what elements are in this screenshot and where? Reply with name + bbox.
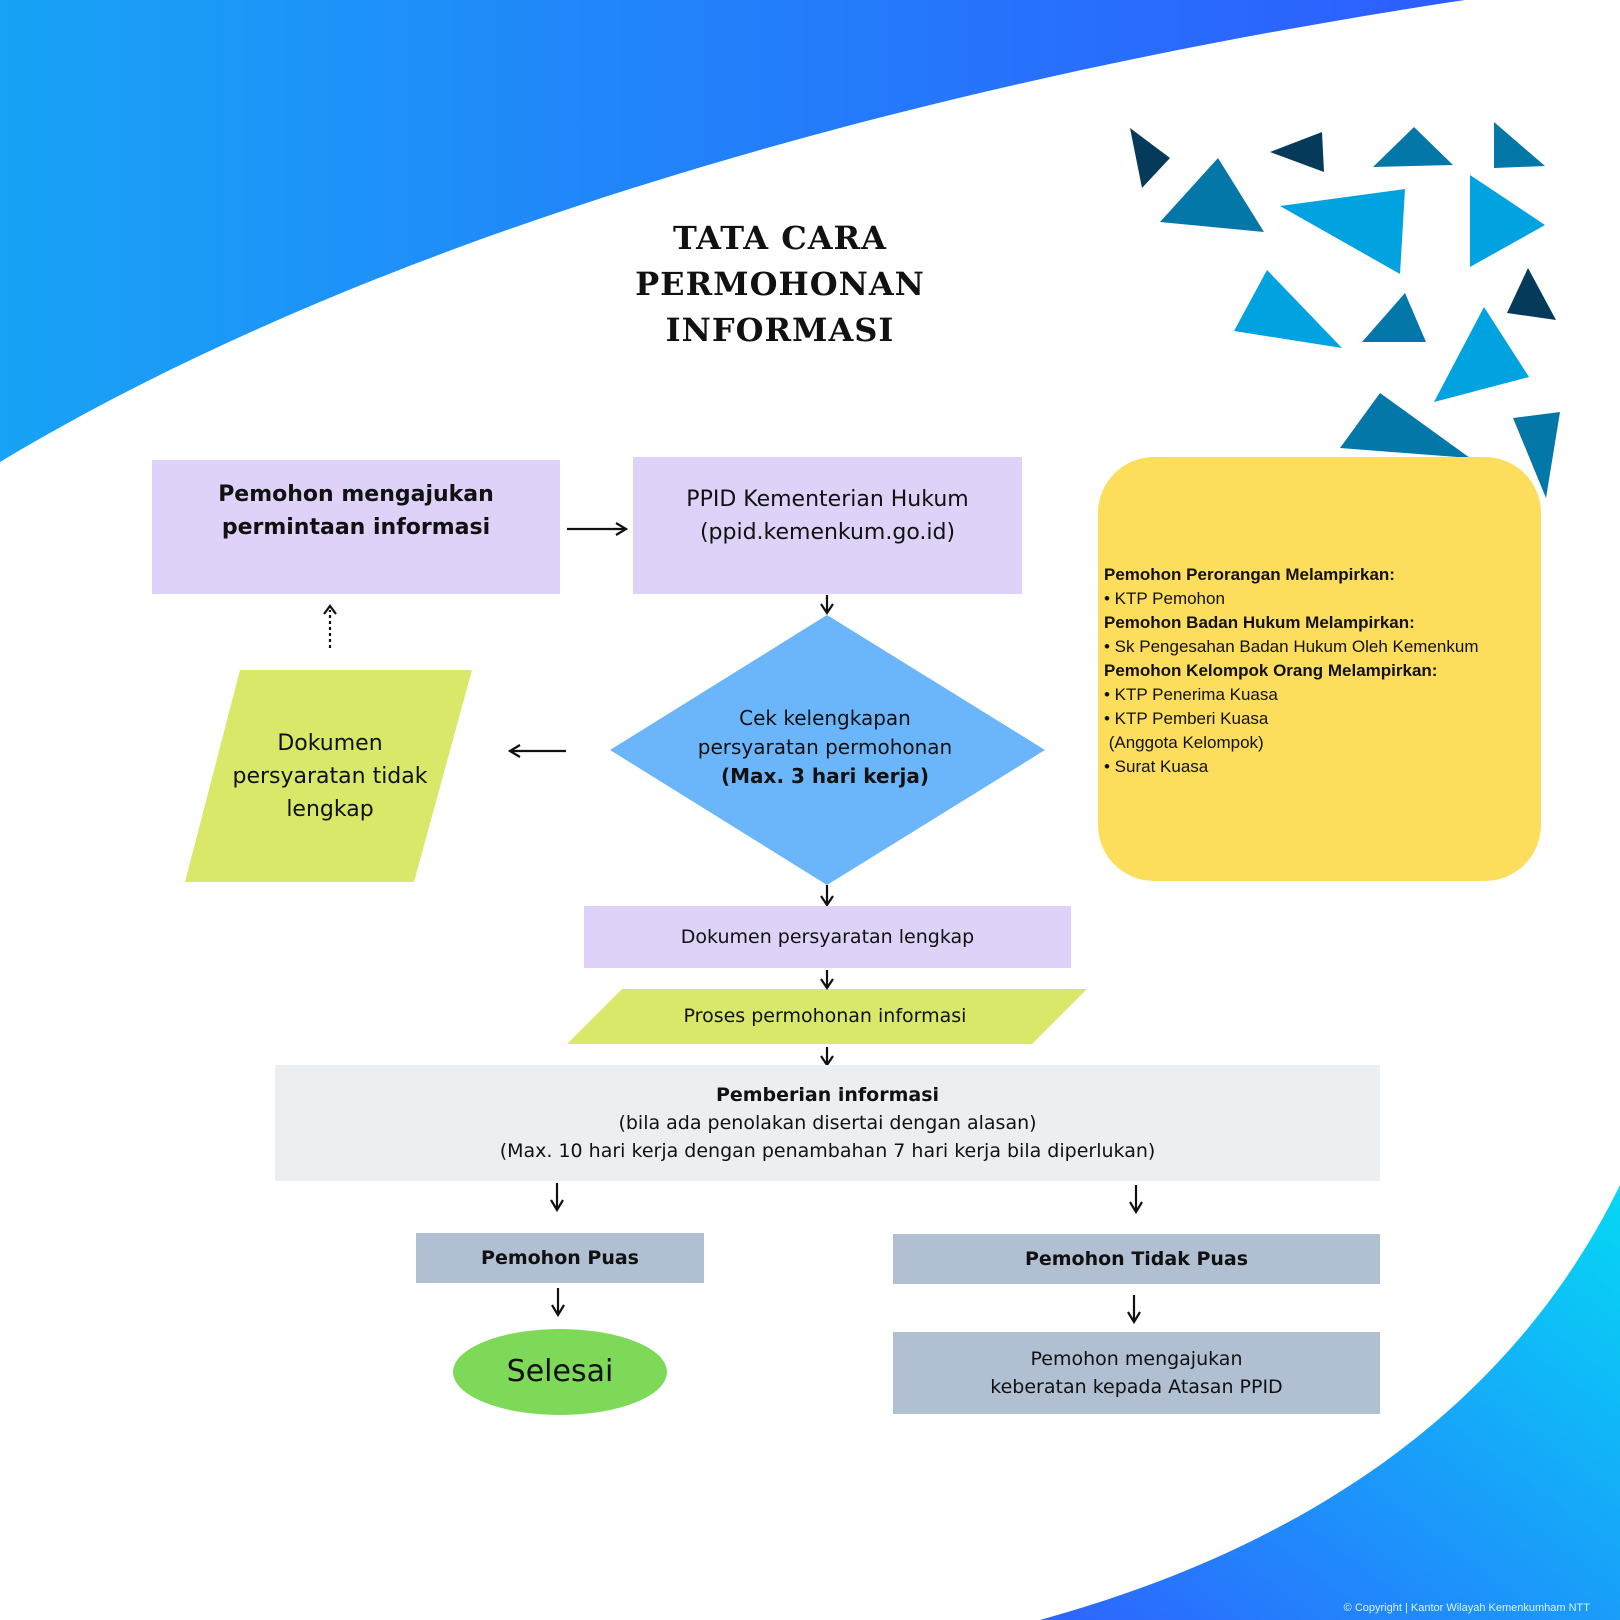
submit-request-box: Pemohon mengajukan permintaan informasi [152,460,560,594]
title-line-2: PERMOHONAN [635,265,925,303]
title-line-3: INFORMASI [665,311,895,349]
unsatisfied-label: Pemohon Tidak Puas [1024,1248,1249,1270]
finish-ellipse [453,1329,667,1415]
check-deadline: (Max. 3 hari kerja) [721,764,929,788]
process-parallelogram [567,989,1087,1044]
ppid-label: PPID Kementerian Hukum [686,486,969,512]
ppid-box: PPID Kementerian Hukum (ppid.kemenkum.go… [633,457,1022,594]
complete-documents-box: Dokumen persyaratan lengkap [584,906,1071,968]
group-heading: Pemohon Kelompok Orang Melampirkan: [1104,661,1438,680]
group-item-3: (Anggota Kelompok) [1104,733,1264,752]
ppid-url: (ppid.kemenkum.go.id) [699,519,956,545]
provide-deadline-note: (Max. 10 hari kerja dengan penambahan 7 … [499,1140,1156,1162]
process-request-text: Proses permohonan informasi [600,990,1050,1042]
complete-documents-label: Dokumen persyaratan lengkap [680,926,975,948]
legal-item: • Sk Pengesahan Badan Hukum Oleh Kemenku… [1104,637,1479,656]
check-line-2: persyaratan permohonan [697,735,953,759]
check-diamond [610,615,1045,885]
group-item-2: • KTP Pemberi Kuasa [1104,709,1269,728]
submit-request-label: Pemohon mengajukan permintaan informasi [218,482,494,540]
individual-heading: Pemohon Perorangan Melampirkan: [1104,565,1395,584]
finish-label: Selesai [506,1354,614,1389]
page-title: TATA CARA PERMOHONAN INFORMASI [560,215,1000,353]
process-request-label: Proses permohonan informasi [683,1005,967,1027]
group-item-1: • KTP Penerima Kuasa [1104,685,1278,704]
finish-text: Selesai [453,1330,667,1414]
triangle-decoration-group [1130,122,1560,498]
incomplete-line-3: lengkap [286,796,374,822]
incomplete-line-2: persyaratan tidak [232,763,428,789]
objection-box: Pemohon mengajukan keberatan kepada Atas… [893,1332,1380,1414]
check-diamond-text: Cek kelengkapan persyaratan permohonan (… [650,700,1000,795]
incomplete-documents-text: Dokumen persyaratan tidak lengkap [215,720,445,832]
satisfied-label: Pemohon Puas [481,1247,639,1269]
objection-line-1: Pemohon mengajukan [1030,1348,1243,1370]
title-line-1: TATA CARA [673,219,887,257]
incomplete-parallelogram [185,670,472,882]
bottom-blue-swoosh [1040,1185,1620,1620]
satisfied-box: Pemohon Puas [416,1233,704,1283]
incomplete-line-1: Dokumen [277,730,383,756]
provide-rejection-note: (bila ada penolakan disertai dengan alas… [618,1112,1037,1134]
requirements-panel: Pemohon Perorangan Melampirkan: • KTP Pe… [1098,457,1541,881]
top-blue-swoosh [0,0,1465,462]
provide-information-box: Pemberian informasi (bila ada penolakan … [275,1065,1380,1181]
check-line-1: Cek kelengkapan [739,706,911,730]
individual-item: • KTP Pemohon [1104,589,1225,608]
copyright-text: © Copyright | Kantor Wilayah Kemenkumham… [1343,1602,1590,1614]
legal-heading: Pemohon Badan Hukum Melampirkan: [1104,613,1415,632]
objection-line-2: keberatan kepada Atasan PPID [990,1376,1283,1398]
group-item-4: • Surat Kuasa [1104,757,1209,776]
provide-heading: Pemberian informasi [715,1084,940,1106]
unsatisfied-box: Pemohon Tidak Puas [893,1234,1380,1284]
